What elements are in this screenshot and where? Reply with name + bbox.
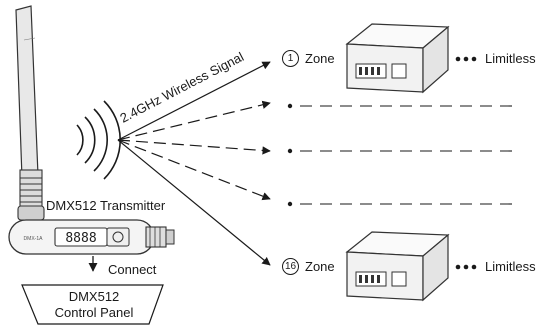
control-panel-shape bbox=[21, 284, 164, 325]
signal-waves-icon bbox=[76, 100, 121, 180]
signal-line-2 bbox=[117, 100, 271, 141]
zone-label: Zone bbox=[305, 51, 335, 66]
signal-line-3 bbox=[117, 139, 271, 155]
transmitter-display-text: 8888 bbox=[65, 231, 96, 246]
signal-line-zone-1 bbox=[117, 61, 271, 141]
zone-number-badge: 16 bbox=[282, 258, 299, 275]
signal-line-zone-16 bbox=[117, 139, 271, 266]
connect-label: Connect bbox=[108, 262, 157, 277]
intermediate-zones bbox=[300, 105, 520, 205]
zone-suffix-label: Limitless bbox=[485, 259, 536, 274]
zone-suffix-label: Limitless bbox=[485, 51, 536, 66]
control-panel-line-1: DMX512 bbox=[68, 289, 120, 304]
transmitter-device bbox=[8, 219, 175, 255]
control-panel-line-2: Control Panel bbox=[54, 305, 134, 320]
intermediate-zone-dots bbox=[287, 103, 293, 207]
signal-line-4 bbox=[117, 139, 271, 201]
zone-number-badge: 1 bbox=[282, 50, 299, 67]
receiver-zone-16 bbox=[345, 231, 450, 302]
signal-label: 2.4GHz Wireless Signal bbox=[117, 49, 246, 126]
ellipsis-zone-1 bbox=[455, 56, 477, 62]
zone-label: Zone bbox=[305, 259, 335, 274]
ellipsis-zone-16 bbox=[455, 264, 477, 270]
transmitter-brand-text: DMX-1A bbox=[24, 236, 44, 242]
receiver-zone-1 bbox=[345, 23, 450, 94]
transmitter-label: DMX512 Transmitter bbox=[46, 198, 166, 213]
antenna bbox=[15, 5, 45, 221]
